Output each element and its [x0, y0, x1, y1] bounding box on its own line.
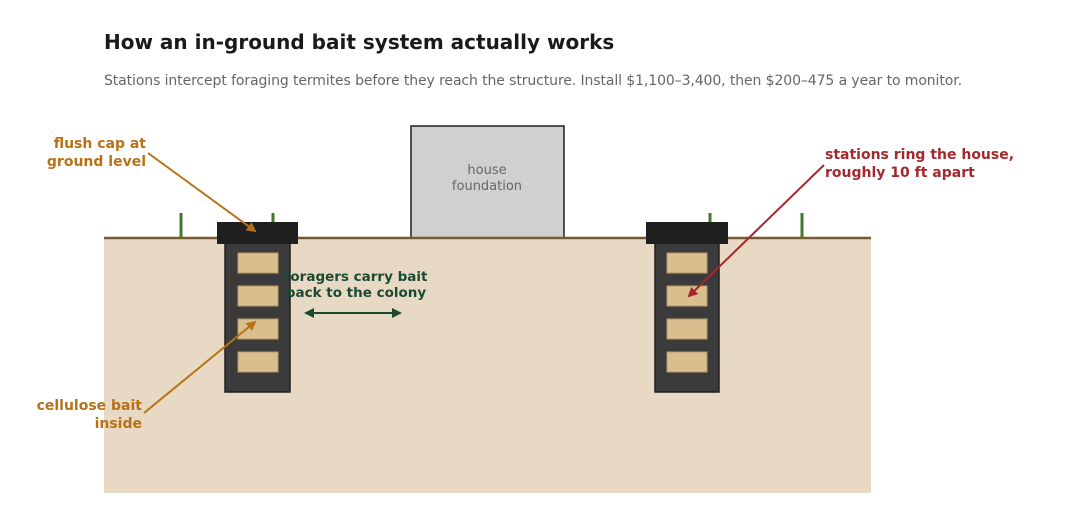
bait-block	[666, 285, 708, 307]
forager-label-line1: foragers carry bait	[284, 269, 428, 285]
bait-block	[237, 285, 279, 307]
bait-block	[237, 318, 279, 340]
diagram-title: How an in-ground bait system actually wo…	[104, 30, 615, 54]
bait-station-right	[646, 222, 728, 393]
forager-label: foragers carry bait back to the colony	[285, 269, 428, 301]
station-cap	[646, 222, 728, 244]
ring-label-line2: roughly 10 ft apart	[825, 165, 975, 181]
bait-label-line1: cellulose bait	[36, 398, 142, 414]
cap-label-line1: flush cap at	[53, 136, 146, 152]
cap-arrow	[147, 152, 257, 233]
bait-label: cellulose bait inside	[37, 397, 142, 433]
forager-label-line2: back to the colony	[285, 285, 427, 301]
bait-block	[237, 351, 279, 373]
bait-block	[237, 252, 279, 274]
house-label-line2: foundation	[452, 179, 522, 194]
ring-label-line1: stations ring the house,	[825, 147, 1015, 163]
station-cap	[217, 222, 298, 244]
ring-arrow	[687, 164, 825, 298]
bait-label-line2: inside	[94, 416, 142, 432]
cap-label: flush cap at ground level	[47, 135, 146, 171]
diagram-subtitle: Stations intercept foraging termites bef…	[104, 73, 962, 89]
bait-block	[666, 351, 708, 373]
bait-block	[666, 318, 708, 340]
bait-block	[666, 252, 708, 274]
bait-station-left	[217, 222, 298, 393]
cap-label-line2: ground level	[46, 154, 146, 170]
house-foundation	[410, 125, 565, 239]
house-label-line1: house	[467, 163, 506, 178]
bait-arrow	[143, 320, 257, 414]
ring-label: stations ring the house, roughly 10 ft a…	[825, 146, 1014, 182]
soil-area	[104, 238, 871, 493]
